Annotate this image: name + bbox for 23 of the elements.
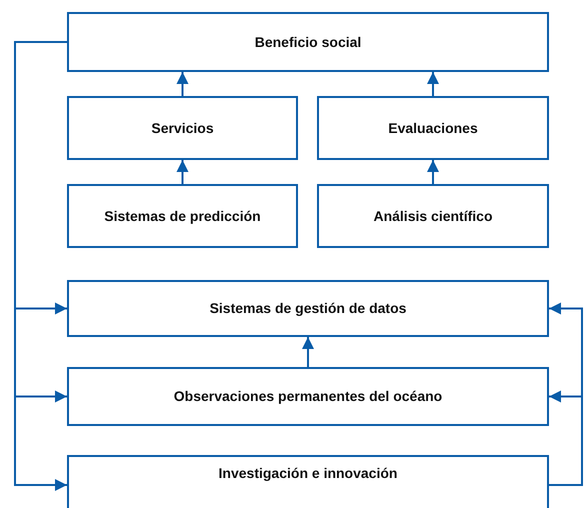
box-label: Servicios (151, 118, 214, 138)
arrow (176, 72, 188, 96)
box-label: Análisis científico (373, 206, 493, 226)
box-label: Evaluaciones (388, 118, 478, 138)
box-label: Beneficio social (254, 32, 362, 52)
process-box (67, 96, 298, 160)
process-box (67, 455, 549, 508)
arrow (549, 390, 583, 486)
arrow (14, 41, 67, 491)
arrow (176, 160, 188, 184)
box-label: Observaciones permanentes del océano (174, 387, 442, 406)
box-label: Sistemas de predicción (104, 206, 261, 226)
arrow (302, 337, 314, 367)
process-box (67, 367, 549, 426)
process-box (67, 184, 298, 248)
process-box (317, 96, 549, 160)
process-box (67, 280, 549, 337)
box-label: Sistemas de gestión de datos (210, 299, 406, 318)
arrow (427, 160, 439, 184)
process-box (317, 184, 549, 248)
process-box (67, 12, 549, 72)
box-label: Investigación e innovación (218, 464, 398, 483)
arrow (427, 72, 439, 96)
